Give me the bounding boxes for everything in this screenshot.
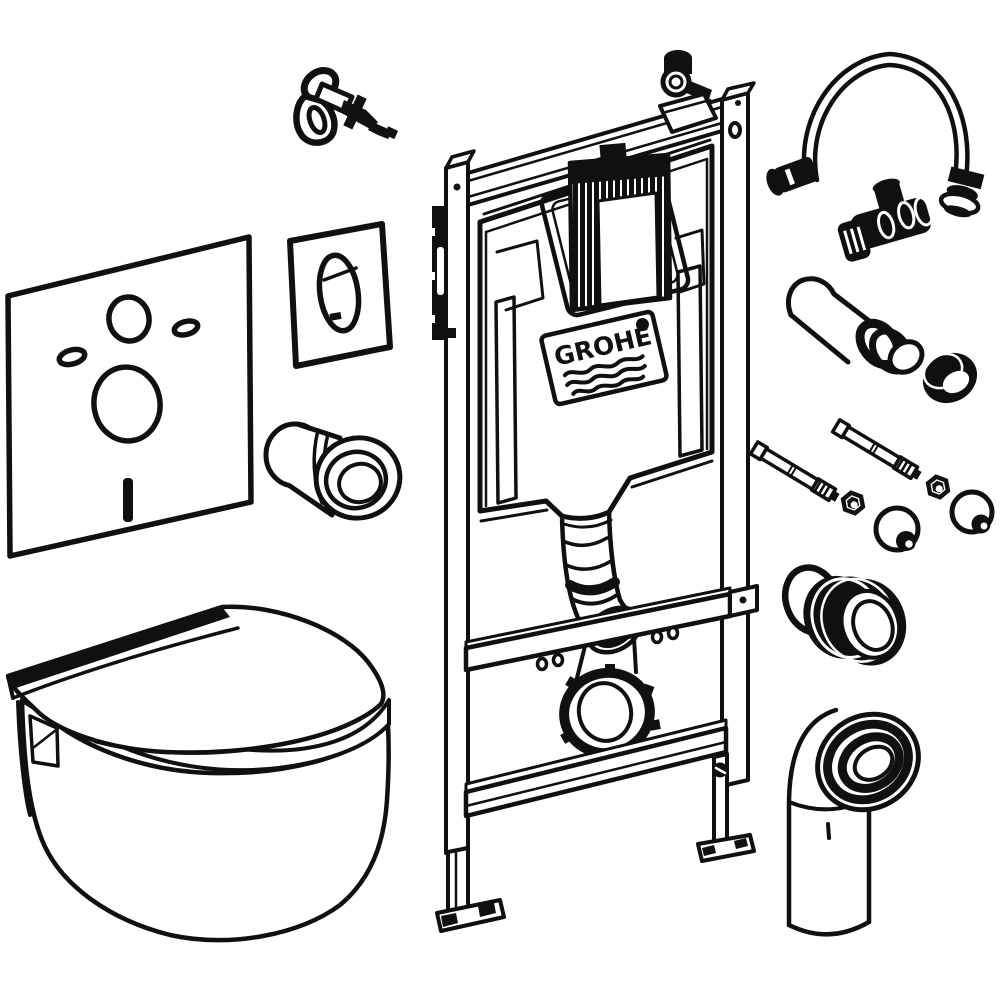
- frame-wall-bracket: [658, 50, 718, 134]
- threaded-rod: [830, 418, 922, 481]
- drain-elbow: [786, 707, 921, 937]
- dome-cap: [873, 505, 921, 553]
- hex-nut: [925, 474, 951, 500]
- frame-left-foot: [435, 846, 506, 933]
- frame-right-rail: [720, 81, 756, 788]
- toilet-lid-hinge-edge: [8, 607, 230, 688]
- rail-mounting-strip: [430, 206, 447, 340]
- mounting-bolt-set: [748, 418, 995, 553]
- registered-mark-dot: [635, 317, 649, 331]
- logo-waves: [562, 354, 645, 378]
- connection-sleeve: [782, 564, 907, 666]
- frame-left-rail: [444, 149, 476, 855]
- grohe-logo-plate: GROHE: [539, 309, 669, 407]
- seal-ring: [922, 352, 978, 404]
- mounting-pocket: [28, 714, 60, 768]
- toilet-bowl: [19, 697, 391, 943]
- sound-insulation-mat: [5, 234, 254, 559]
- frame-right-foot: [696, 752, 756, 863]
- flush-pipe: [786, 276, 925, 375]
- flush-plate: [287, 221, 393, 369]
- inlet-seal-grommet: [263, 421, 403, 521]
- wall-hung-toilet: [5, 604, 391, 943]
- threaded-rod: [748, 440, 840, 503]
- drain-socket-bracket: [559, 636, 661, 762]
- hex-nut: [840, 490, 866, 516]
- wall-anchor: [293, 67, 399, 146]
- installation-frame: GROHE: [430, 50, 759, 933]
- flush-valve-unit: [567, 142, 673, 313]
- angle-valve: [837, 178, 934, 262]
- frame-lower-crossbar: [463, 718, 729, 819]
- flexible-supply-hose: [766, 51, 985, 218]
- frame-bracket-bar: [463, 584, 759, 673]
- dome-cap: [949, 489, 995, 535]
